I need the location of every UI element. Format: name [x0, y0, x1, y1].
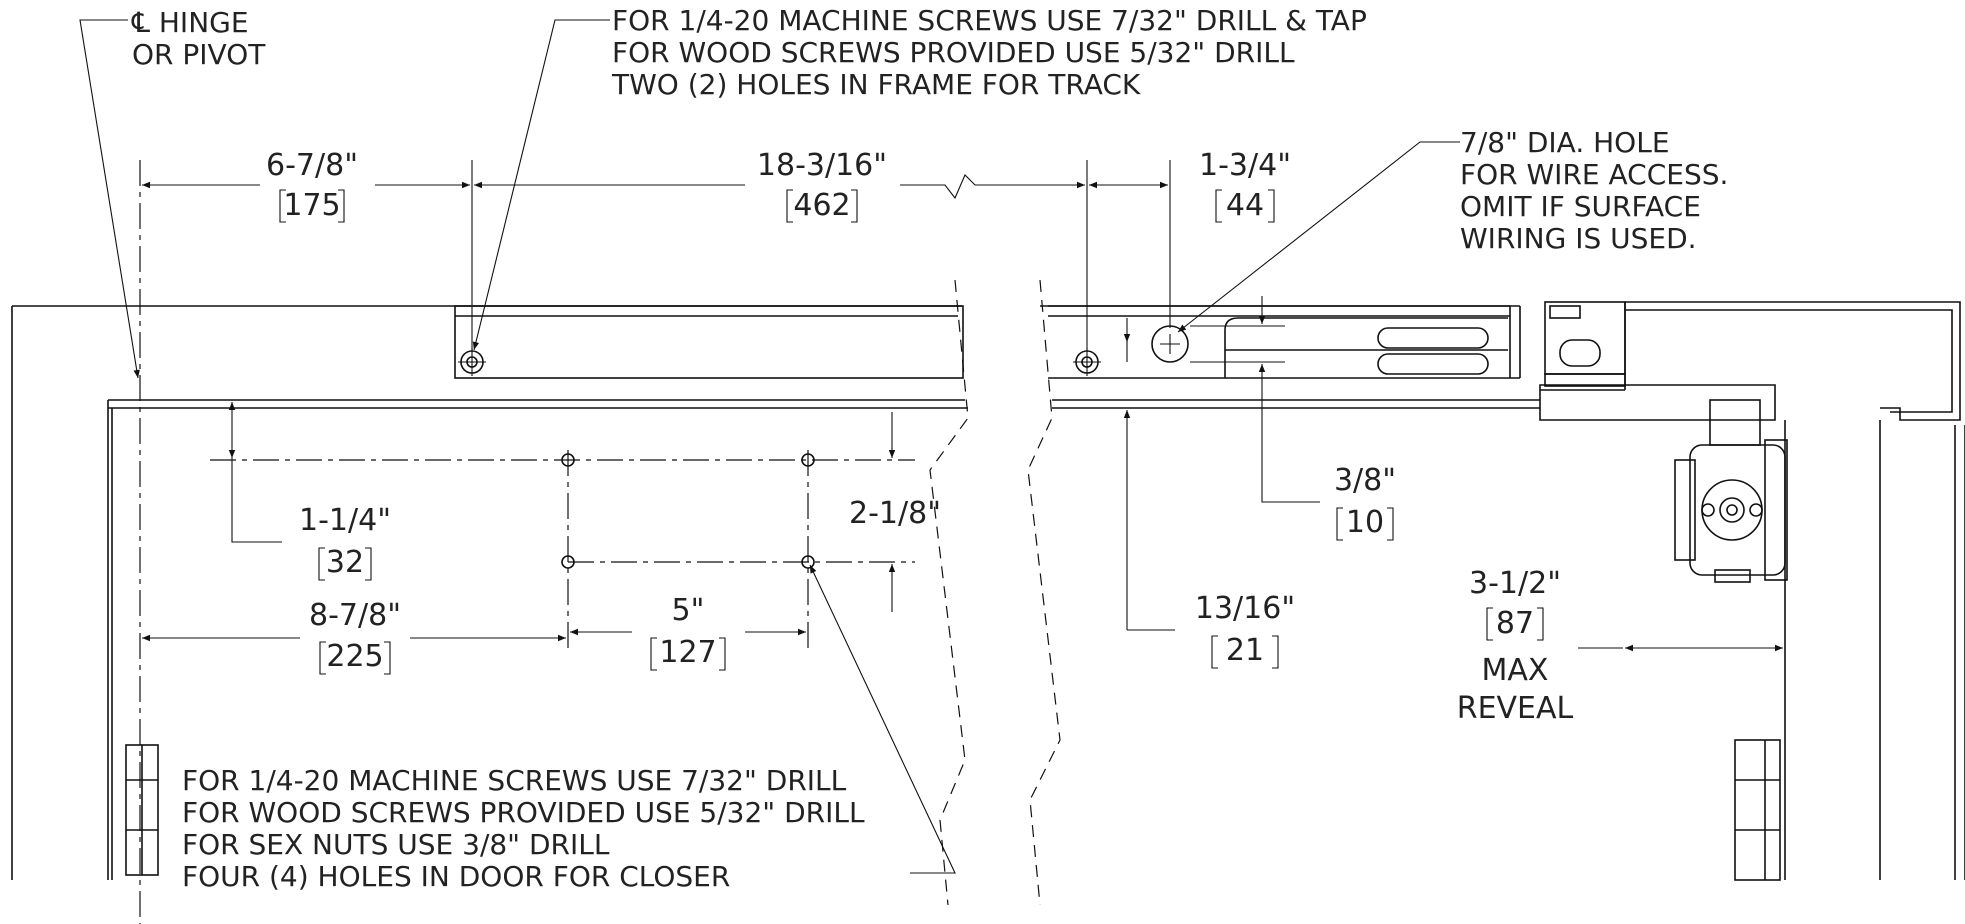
track-hole-left [458, 348, 486, 376]
hinge-right [1734, 739, 1781, 881]
dim-d3-metric: 44 [1226, 188, 1264, 223]
closer-unit [1674, 439, 1788, 583]
dim-d7-imperial: 5" [672, 593, 705, 628]
leader-wire-hole [1177, 141, 1460, 333]
dim-d9-brackets [1211, 635, 1279, 669]
dim-leader-d8 [1261, 390, 1320, 503]
closer-arm-shoe [1539, 301, 1776, 446]
track-slot-upper [1377, 327, 1489, 349]
dim-d3-brackets [1215, 189, 1275, 223]
closer-hole-1 [561, 453, 575, 467]
note-hinge-line2: OR PIVOT [132, 38, 266, 71]
closer-hole-3 [561, 555, 575, 569]
dim-d10-metric: 87 [1496, 606, 1534, 641]
dim-d3-imperial: 1-3/4" [1199, 148, 1291, 183]
note-wire-line2: FOR WIRE ACCESS. [1460, 158, 1728, 191]
track-hole-right [1073, 348, 1101, 376]
closer-hole-pattern [210, 450, 915, 650]
dim-d1-metric: 175 [283, 188, 340, 223]
dim-d2-brackets [786, 189, 858, 223]
note-track-line3: TWO (2) HOLES IN FRAME FOR TRACK [611, 68, 1141, 101]
dim-d10-max: MAX [1482, 653, 1549, 688]
dim-d8-metric: 10 [1346, 505, 1384, 540]
dim-d8-brackets [1336, 507, 1394, 541]
note-hinge-line1: ℄ HINGE [131, 6, 249, 39]
wire-access-hole [1151, 325, 1189, 363]
dim-d1-brackets [279, 189, 345, 223]
dim-d1-imperial: 6-7/8" [266, 148, 358, 183]
dim-d8-imperial: 3/8" [1334, 463, 1396, 498]
note-wire-line3: OMIT IF SURFACE [1460, 190, 1701, 223]
leader-track-holes [472, 19, 610, 351]
dim-d9-imperial: 13/16" [1195, 591, 1295, 626]
dim-d4-imperial: 1-1/4" [299, 503, 391, 538]
dim-leader-d4 [231, 458, 282, 543]
closer-hole-4 [801, 555, 815, 569]
dim-d9-metric: 21 [1226, 633, 1264, 668]
dim-d10-reveal: REVEAL [1457, 691, 1574, 726]
note-wire-line4: WIRING IS USED. [1460, 222, 1697, 255]
dim-d6-metric: 225 [326, 639, 383, 674]
dim-d2-metric: 462 [793, 188, 850, 223]
note-closer-line3: FOR SEX NUTS USE 3/8" DRILL [182, 828, 610, 861]
dim-d4-metric: 32 [326, 545, 364, 580]
track-slot-lower [1377, 353, 1489, 375]
hinge-left [125, 744, 159, 876]
dim-d8-extension [1190, 325, 1285, 363]
note-closer-line4: FOUR (4) HOLES IN DOOR FOR CLOSER [182, 860, 730, 893]
dim-d5-imperial: 2-1/8" [849, 496, 941, 531]
note-track-line2: FOR WOOD SCREWS PROVIDED USE 5/32" DRILL [612, 36, 1295, 69]
break-lines [929, 279, 1061, 906]
dim-d6-imperial: 8-7/8" [309, 598, 401, 633]
track-body [454, 305, 1521, 379]
note-wire-line1: 7/8" DIA. HOLE [1460, 126, 1670, 159]
extension-lines-top [471, 160, 1171, 350]
dim-line-d2-break [900, 174, 1085, 200]
dim-d10-brackets [1486, 607, 1544, 641]
dim-d7-metric: 127 [659, 635, 716, 670]
note-closer-line2: FOR WOOD SCREWS PROVIDED USE 5/32" DRILL [182, 796, 865, 829]
dim-d6-brackets [319, 641, 391, 675]
dim-d7-brackets [650, 637, 726, 671]
dim-d2-imperial: 18-3/16" [757, 148, 887, 183]
leader-closer-holes [809, 564, 956, 874]
dim-d10-imperial: 3-1/2" [1469, 566, 1561, 601]
leader-hinge [79, 19, 140, 379]
note-closer-line1: FOR 1/4-20 MACHINE SCREWS USE 7/32" DRIL… [182, 764, 847, 797]
note-track-line1: FOR 1/4-20 MACHINE SCREWS USE 7/32" DRIL… [612, 4, 1367, 37]
closer-hole-2 [801, 453, 815, 467]
dim-d4-brackets [318, 547, 372, 581]
